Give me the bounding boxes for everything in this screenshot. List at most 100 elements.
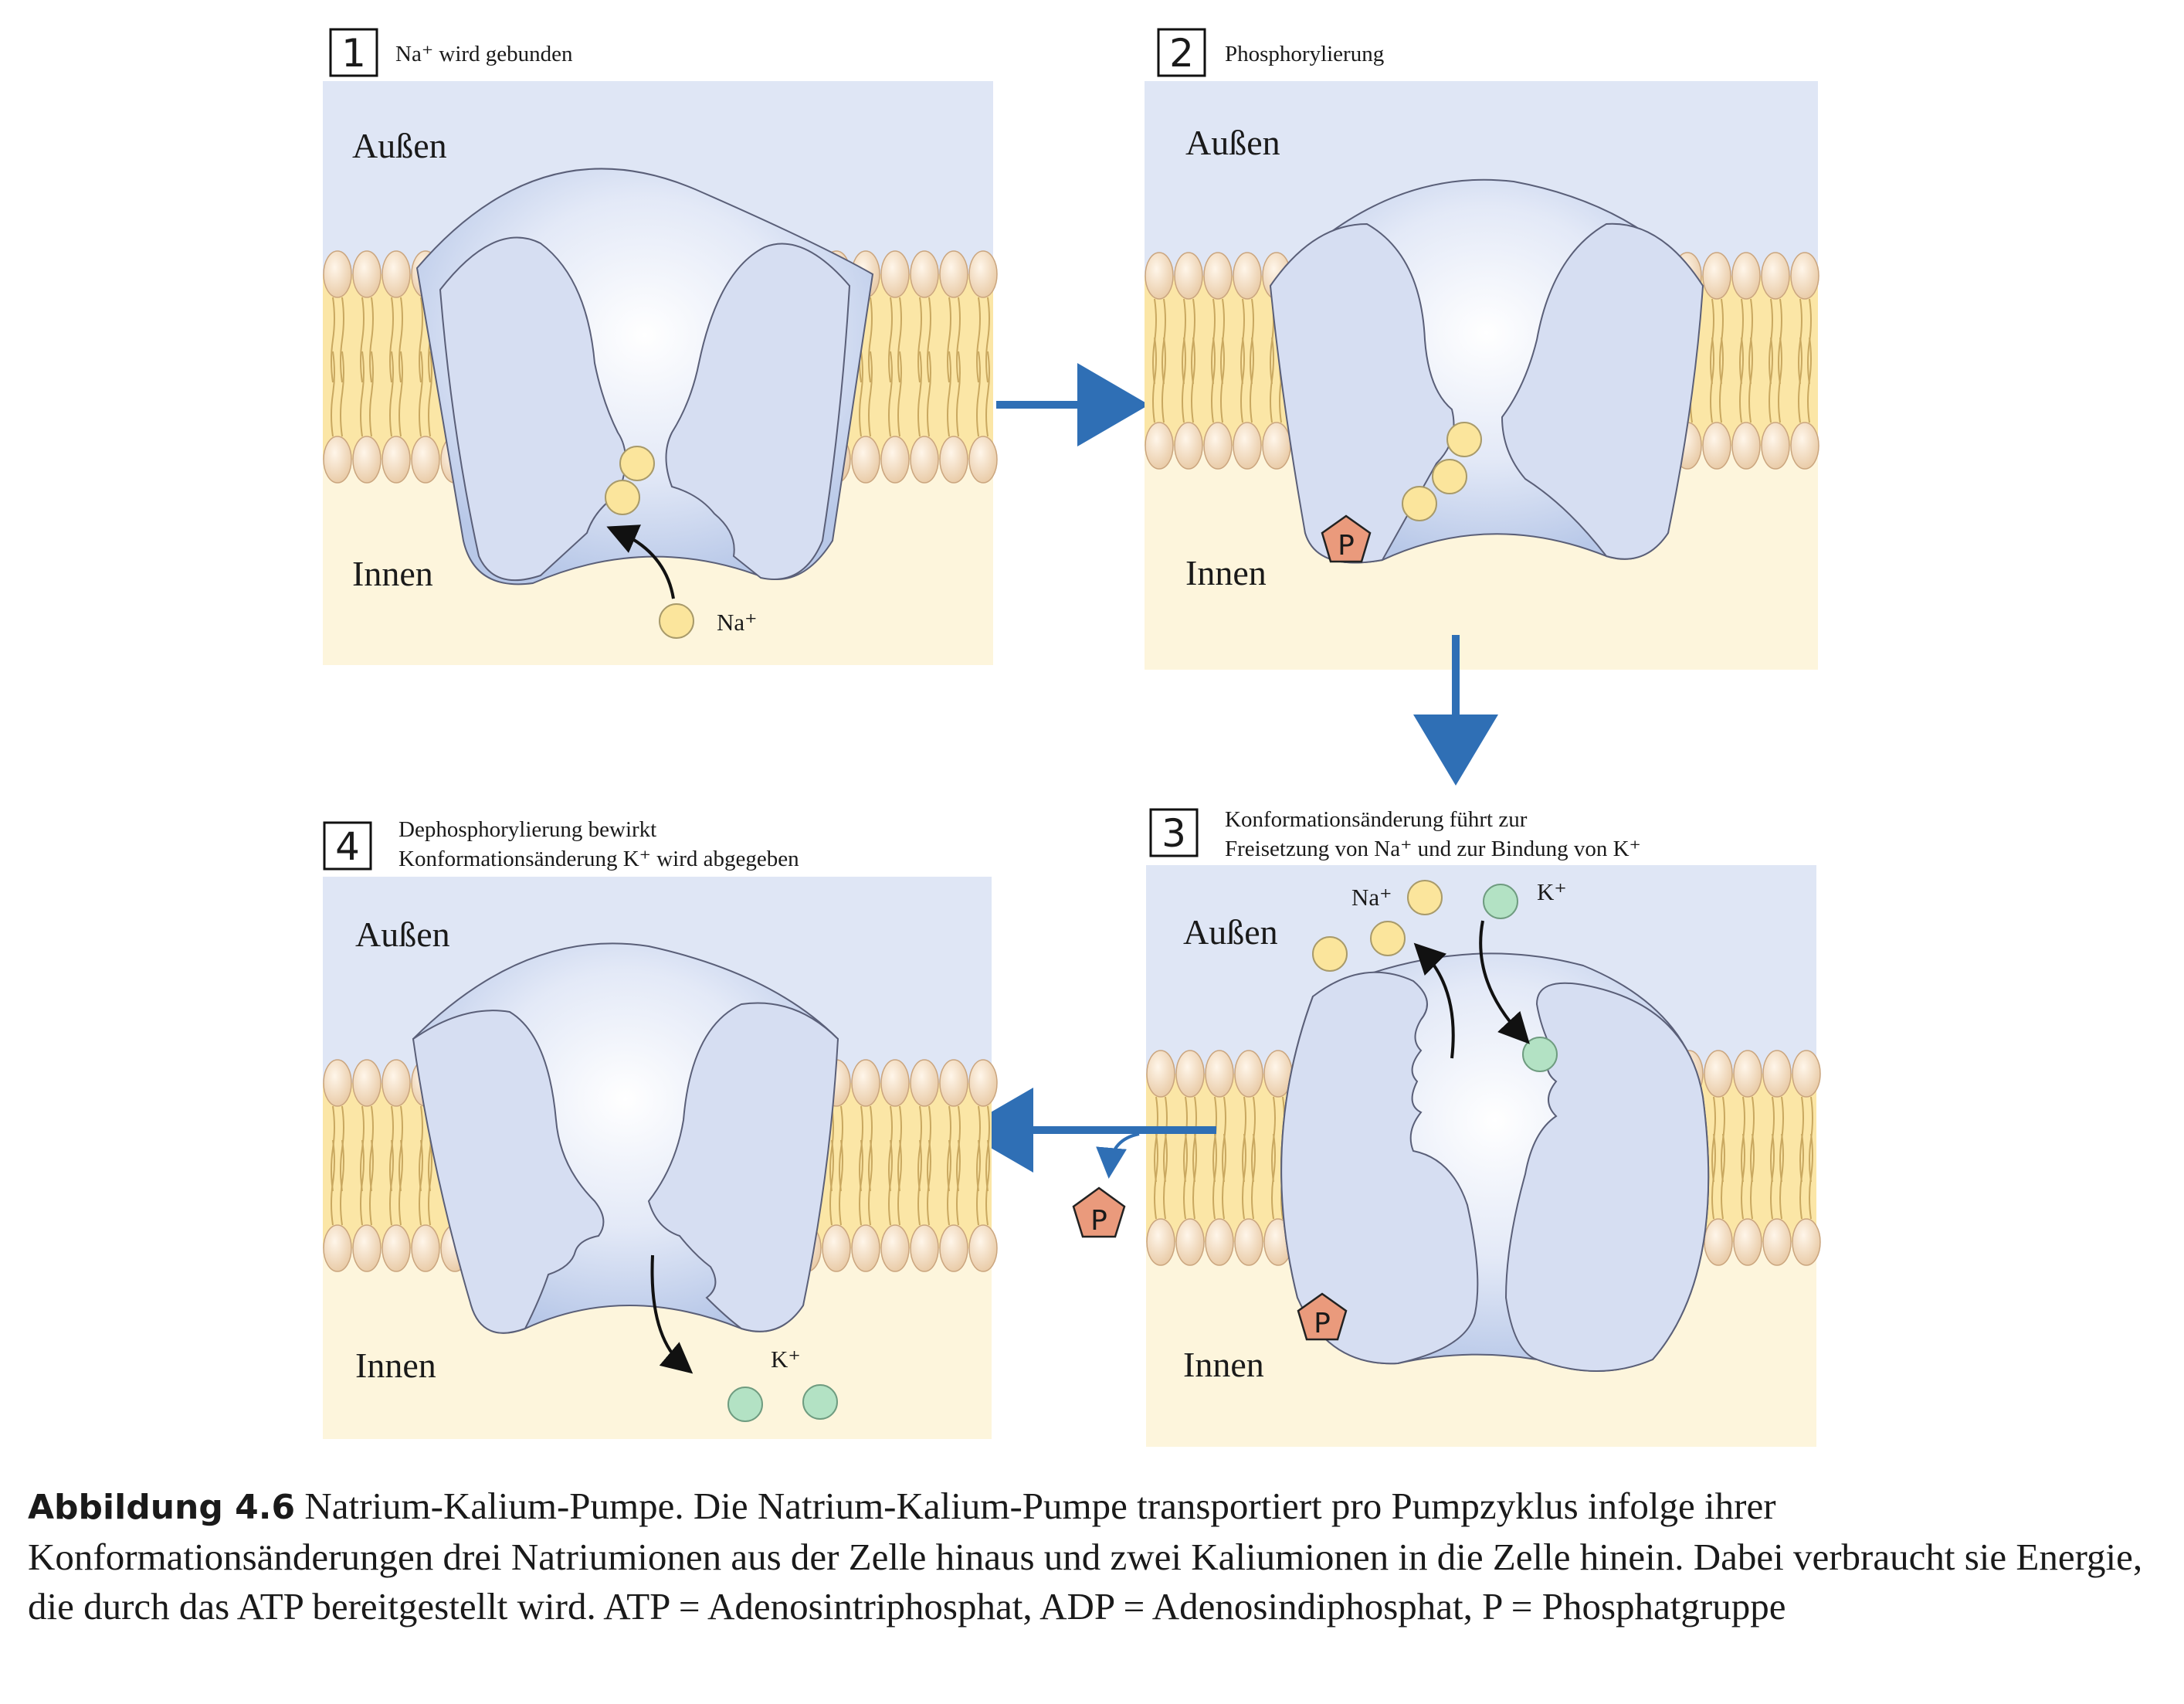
lipid-head: [1731, 422, 1761, 470]
svg-text:P: P: [1314, 1308, 1331, 1339]
lipid-head: [1203, 252, 1233, 300]
lipid-tail: [917, 1139, 922, 1226]
lipid-tail: [917, 297, 922, 383]
lipid-tail: [1799, 1133, 1804, 1220]
phosphate-group: P: [1297, 1292, 1348, 1341]
lipid-head: [880, 1059, 910, 1107]
lipid-tail: [976, 1105, 981, 1192]
lipid-head: [851, 1059, 880, 1107]
lipid-head: [1790, 252, 1819, 300]
lipid-head: [1174, 422, 1203, 470]
lipid-head: [382, 1059, 411, 1107]
lipid-head: [1262, 422, 1291, 470]
step-number-box: [323, 821, 372, 871]
lipid-head: [1205, 1050, 1234, 1098]
lipid-tail: [398, 351, 403, 437]
lipid-head: [1174, 252, 1203, 300]
lipid-head: [1175, 1218, 1205, 1266]
lipid-head: [851, 1224, 880, 1272]
lipid-head: [968, 250, 998, 298]
lipid-head: [1704, 1050, 1733, 1098]
sodium-ion: [1370, 921, 1406, 956]
lipid-tail: [1721, 1133, 1725, 1220]
lipid-tail: [360, 351, 365, 437]
lipid-tail: [1183, 1133, 1188, 1220]
lipid-tail: [1778, 337, 1782, 423]
lipid-tail: [1719, 337, 1724, 423]
lipid-tail: [985, 1105, 990, 1192]
lipid-head: [939, 436, 968, 484]
released-phosphate: P: [1072, 1186, 1126, 1238]
lipid-tail: [956, 1105, 961, 1192]
lipid-head: [1733, 1218, 1762, 1266]
lipid-tail: [927, 297, 931, 383]
lipid-head: [1146, 1218, 1175, 1266]
lipid-head: [1702, 422, 1731, 470]
lipid-tail: [917, 351, 922, 437]
lipid-head: [939, 250, 968, 298]
step-number: 4: [335, 824, 360, 869]
lipid-head: [352, 250, 382, 298]
potassium-ion: [802, 1384, 838, 1420]
lipid-tail: [888, 351, 893, 437]
lipid-head: [880, 436, 910, 484]
lipid-head: [1761, 422, 1790, 470]
lipid-head: [1702, 252, 1731, 300]
potassium-release-arrow: [650, 1254, 694, 1374]
lipid-tail: [398, 1139, 403, 1226]
lipid-head: [1175, 1050, 1205, 1098]
phosphate-group: P: [1321, 514, 1372, 563]
lipid-tail: [888, 1105, 893, 1192]
panel-4: 4 Dephosphorylierung bewirkt Konformatio…: [323, 817, 998, 1439]
step-number: 2: [1169, 31, 1194, 76]
lipid-tail: [1154, 1133, 1158, 1220]
lipid-tail: [897, 351, 902, 437]
lipid-tail: [360, 1105, 365, 1192]
lipid-head: [1761, 252, 1790, 300]
lipid-tail: [829, 1105, 834, 1192]
lipid-head: [1792, 1218, 1821, 1266]
lipid-head: [352, 1059, 382, 1107]
lipid-tail: [1163, 1133, 1168, 1220]
lipid-head: [1792, 1050, 1821, 1098]
lipid-tail: [1779, 1133, 1784, 1220]
lipid-tail: [1270, 337, 1274, 423]
sodium-release-arrow: [1413, 942, 1455, 1059]
sodium-ion: [1407, 880, 1443, 915]
lipid-tail: [1212, 1133, 1217, 1220]
sodium-potassium-pump-diagram: 1 Na⁺ wird gebunden Außen Innen Na⁺ 2 Ph…: [323, 28, 1821, 1447]
lipid-head: [323, 1224, 352, 1272]
pump-protein-right-lobe: [647, 1002, 839, 1332]
lipid-tail: [956, 297, 961, 383]
step-title: Dephosphorylierung bewirkt: [398, 817, 656, 842]
lipid-head: [851, 436, 880, 484]
panel-2: 2 Phosphorylierung Außen Innen P: [1145, 28, 1819, 670]
lipid-head: [352, 1224, 382, 1272]
lipid-head: [1762, 1218, 1792, 1266]
lipid-tail: [917, 1105, 922, 1192]
inside-label: Innen: [355, 1346, 436, 1385]
sodium-ion: [1402, 486, 1437, 521]
lipid-head: [323, 436, 352, 484]
lipid-head: [382, 436, 411, 484]
lipid-tail: [428, 1139, 432, 1226]
lipid-tail: [419, 351, 423, 437]
panel-1: 1 Na⁺ wird gebunden Außen Innen Na⁺: [323, 28, 998, 665]
lipid-tail: [888, 1139, 893, 1226]
lipid-tail: [1807, 337, 1812, 423]
lipid-tail: [369, 297, 374, 383]
lipid-tail: [956, 351, 961, 437]
lipid-tail: [976, 297, 981, 383]
lipid-tail: [1152, 337, 1157, 423]
lipid-tail: [331, 297, 335, 383]
lipid-head: [1731, 252, 1761, 300]
pump-protein-right-lobe: [1501, 222, 1704, 560]
step-number-box: [329, 28, 378, 77]
binding-arrow: [606, 524, 675, 599]
sodium-ion: [659, 603, 694, 639]
lipid-tail: [1242, 1133, 1246, 1220]
lipid-tail: [927, 1139, 931, 1226]
lipid-head: [910, 1059, 939, 1107]
sodium-ion: [605, 480, 640, 515]
potassium-ion: [1522, 1037, 1558, 1072]
